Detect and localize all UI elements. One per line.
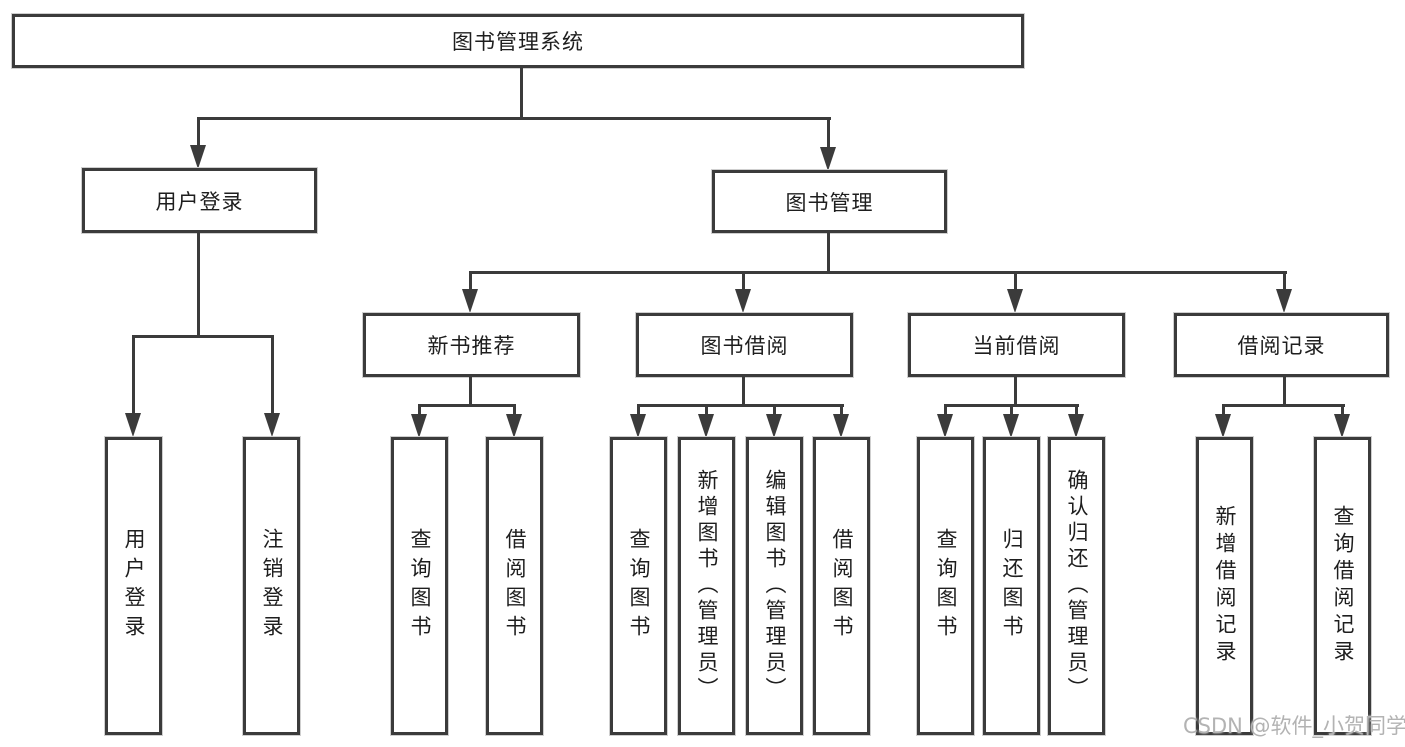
leaf-borrow-book: 借阅图书 bbox=[813, 437, 870, 735]
arrow-down-icon bbox=[833, 414, 849, 438]
leaf-label: 查询图书 bbox=[934, 528, 958, 644]
connector-level3-drop bbox=[742, 271, 745, 291]
node-book-mgmt-label: 图书管理 bbox=[785, 190, 874, 215]
arrow-down-icon bbox=[411, 414, 427, 438]
leaf-user-login: 用户登录 bbox=[105, 437, 162, 735]
arrow-down-icon bbox=[735, 289, 751, 313]
node-current-borrow-label: 当前借阅 bbox=[972, 334, 1061, 358]
leaf-label: 查询借阅记录 bbox=[1331, 505, 1355, 667]
leaf-current-return: 归还图书 bbox=[983, 437, 1040, 735]
connector-leaf-drop bbox=[705, 404, 708, 416]
arrow-down-icon bbox=[1276, 289, 1292, 313]
connector-new-book-rec-horizontal bbox=[418, 404, 516, 407]
connector-root-stem bbox=[520, 68, 523, 118]
arrow-down-icon bbox=[264, 413, 280, 437]
connector-leaf-drop bbox=[773, 404, 776, 416]
connector-leaf-drop bbox=[1222, 404, 1225, 416]
node-new-book-rec: 新书推荐 bbox=[363, 313, 580, 377]
node-book-mgmt: 图书管理 bbox=[712, 170, 947, 233]
connector-book-borrow-horizontal bbox=[637, 404, 844, 407]
arrow-down-icon bbox=[462, 289, 478, 313]
node-borrow-record: 借阅记录 bbox=[1174, 313, 1389, 377]
arrow-down-icon bbox=[1003, 414, 1019, 438]
connector-level3-drop bbox=[469, 271, 472, 291]
arrow-down-icon bbox=[1334, 414, 1350, 438]
leaf-borrow-edit-book: 编辑图书（管理员） bbox=[746, 437, 803, 735]
connector-leaf-drop bbox=[418, 404, 421, 416]
leaf-label: 注销登录 bbox=[260, 528, 284, 644]
connector-level2-horizontal bbox=[197, 117, 831, 120]
arrow-down-icon bbox=[698, 414, 714, 438]
connector-leaf-drop bbox=[1341, 404, 1344, 416]
leaf-label: 借阅图书 bbox=[503, 528, 527, 644]
connector-user-login-horizontal bbox=[132, 335, 274, 338]
leaf-label: 新增借阅记录 bbox=[1213, 505, 1237, 667]
arrow-down-icon bbox=[506, 414, 522, 438]
node-borrow-record-label: 借阅记录 bbox=[1237, 334, 1326, 358]
leaf-record-add: 新增借阅记录 bbox=[1196, 437, 1253, 735]
arrow-down-icon bbox=[190, 145, 206, 169]
connector-leaf-drop bbox=[513, 404, 516, 416]
leaf-current-query: 查询图书 bbox=[917, 437, 974, 735]
connector-leaf-drop bbox=[1075, 404, 1078, 416]
arrow-down-icon bbox=[1068, 414, 1084, 438]
leaf-borrow-add-book: 新增图书（管理员） bbox=[678, 437, 735, 735]
connector-leaf-drop bbox=[1010, 404, 1013, 416]
connector-leaf-drop bbox=[840, 404, 843, 416]
arrow-down-icon bbox=[766, 414, 782, 438]
node-user-login-label: 用户登录 bbox=[155, 189, 244, 214]
arrow-down-icon bbox=[820, 147, 836, 171]
connector-current-borrow-stem bbox=[1014, 377, 1017, 407]
leaf-label: 新增图书（管理员） bbox=[695, 469, 719, 703]
node-book-borrow-label: 图书借阅 bbox=[700, 334, 789, 358]
leaf-logout: 注销登录 bbox=[243, 437, 300, 735]
connector-level3-drop bbox=[1014, 271, 1017, 291]
leaf-label: 用户登录 bbox=[122, 528, 146, 644]
leaf-label: 借阅图书 bbox=[830, 528, 854, 644]
arrow-down-icon bbox=[1007, 289, 1023, 313]
connector-leaf-drop bbox=[271, 335, 274, 415]
node-root-label: 图书管理系统 bbox=[452, 30, 584, 54]
leaf-label: 查询图书 bbox=[627, 528, 651, 644]
connector-book-borrow-stem bbox=[742, 377, 745, 407]
leaf-borrow-query: 查询图书 bbox=[610, 437, 667, 735]
connector-level3-horizontal bbox=[469, 271, 1287, 274]
arrow-down-icon bbox=[1215, 414, 1231, 438]
leaf-newbook-query: 查询图书 bbox=[391, 437, 448, 735]
node-root: 图书管理系统 bbox=[12, 14, 1024, 68]
leaf-label: 确认归还（管理员） bbox=[1065, 469, 1089, 703]
node-new-book-rec-label: 新书推荐 bbox=[427, 334, 516, 358]
connector-borrow-record-horizontal bbox=[1222, 404, 1345, 407]
node-current-borrow: 当前借阅 bbox=[908, 313, 1125, 377]
leaf-record-query: 查询借阅记录 bbox=[1314, 437, 1371, 735]
arrow-down-icon bbox=[937, 414, 953, 438]
leaf-newbook-borrow: 借阅图书 bbox=[486, 437, 543, 735]
arrow-down-icon bbox=[125, 413, 141, 437]
watermark: CSDN @软件_小贺同学 bbox=[1183, 714, 1405, 738]
connector-user-login-stem bbox=[197, 233, 200, 337]
node-book-borrow: 图书借阅 bbox=[636, 313, 853, 377]
connector-user-login-drop bbox=[197, 117, 200, 147]
leaf-label: 归还图书 bbox=[1000, 528, 1024, 644]
connector-leaf-drop bbox=[132, 335, 135, 415]
connector-leaf-drop bbox=[637, 404, 640, 416]
connector-level3-drop bbox=[1283, 271, 1286, 291]
leaf-label: 查询图书 bbox=[408, 528, 432, 644]
connector-book-mgmt-drop bbox=[827, 117, 830, 149]
arrow-down-icon bbox=[630, 414, 646, 438]
connector-borrow-record-stem bbox=[1283, 377, 1286, 407]
connector-leaf-drop bbox=[944, 404, 947, 416]
node-user-login: 用户登录 bbox=[82, 168, 317, 233]
leaf-label: 编辑图书（管理员） bbox=[763, 469, 787, 703]
leaf-current-confirm-return: 确认归还（管理员） bbox=[1048, 437, 1105, 735]
connector-book-mgmt-stem bbox=[827, 233, 830, 273]
connector-new-book-rec-stem bbox=[469, 377, 472, 407]
